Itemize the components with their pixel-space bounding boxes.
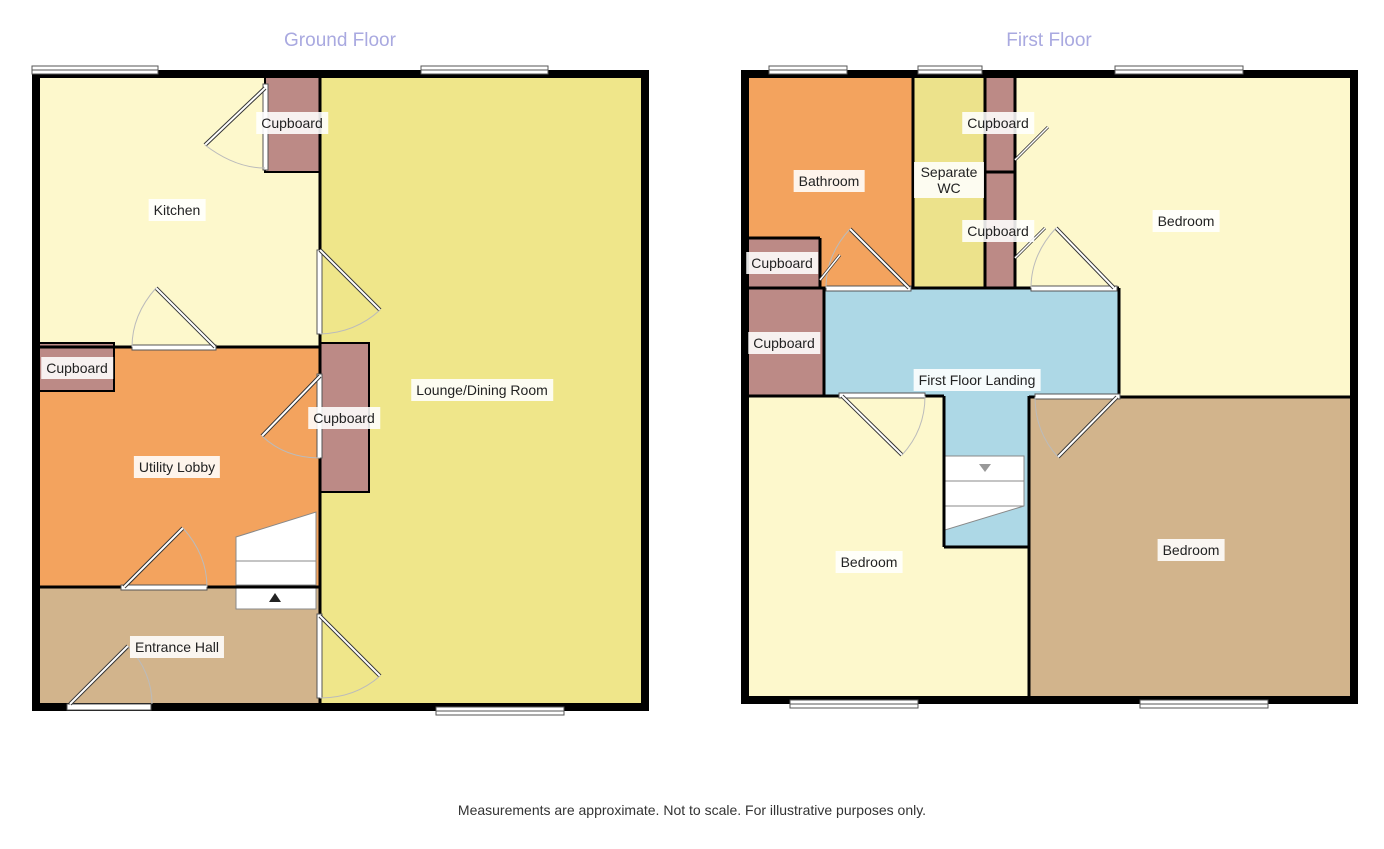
ground-floor-plan — [31, 65, 649, 716]
ground-floor-title: Ground Floor — [284, 30, 396, 51]
first-windows — [768, 65, 1269, 709]
first-floor-plan — [741, 65, 1358, 709]
cupboard-bath-label: Cupboard — [746, 252, 818, 274]
lounge-dining-label: Lounge/Dining Room — [411, 379, 553, 401]
landing-label: First Floor Landing — [913, 369, 1041, 391]
first-doors — [818, 125, 1121, 459]
ground-stairs — [235, 511, 317, 610]
bedroom-top-right-label: Bedroom — [1152, 210, 1220, 232]
cupboard-kitchen-label: Cupboard — [256, 112, 328, 134]
utility-lobby-label: Utility Lobby — [133, 456, 221, 478]
bedroom-bl-room — [745, 396, 944, 700]
cupboard-landing-label: Cupboard — [748, 332, 820, 354]
bedroom-bl-extra — [944, 547, 1029, 700]
entrance-hall-label: Entrance Hall — [129, 636, 225, 658]
separate-wc-label: Separate WC — [914, 162, 984, 198]
ground-windows — [31, 65, 565, 716]
cupboard-top-label: Cupboard — [962, 112, 1034, 134]
cupboard-left-label: Cupboard — [41, 357, 113, 379]
cupboard-mid-label: Cupboard — [962, 220, 1034, 242]
bedroom-bottom-right-label: Bedroom — [1157, 539, 1225, 561]
cupboard-utility-label: Cupboard — [308, 407, 380, 429]
first-floor-title: First Floor — [1006, 30, 1092, 51]
bathroom-label: Bathroom — [793, 170, 865, 192]
disclaimer-text: Measurements are approximate. Not to sca… — [457, 802, 927, 818]
kitchen-label: Kitchen — [148, 199, 206, 221]
bedroom-bottom-left-label: Bedroom — [835, 551, 903, 573]
